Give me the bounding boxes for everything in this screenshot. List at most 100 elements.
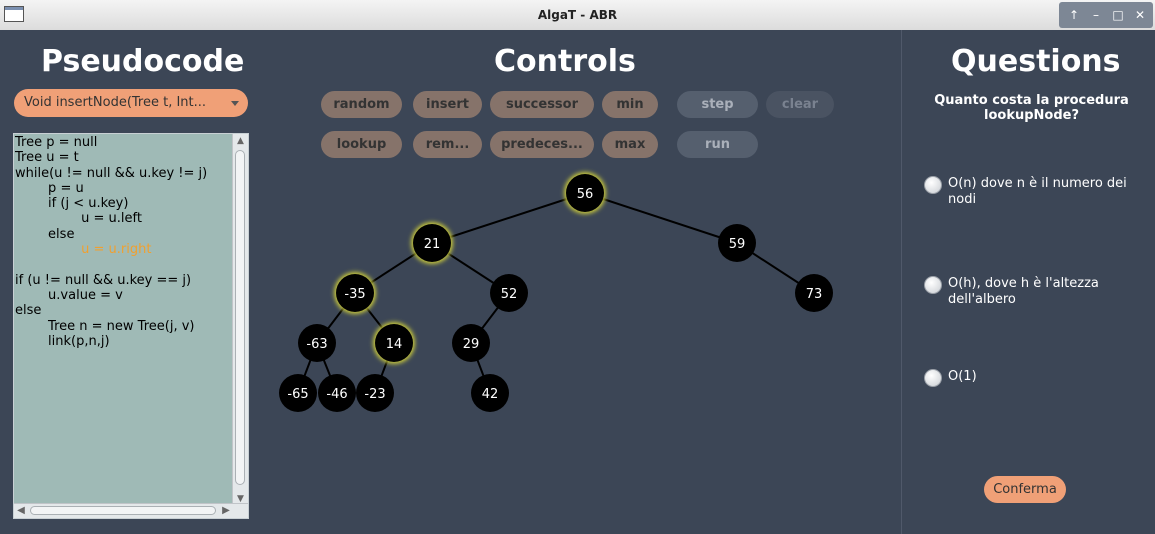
- confirm-button[interactable]: Conferma: [984, 476, 1066, 503]
- node-label: -35: [344, 287, 365, 302]
- successor-button[interactable]: successor: [490, 91, 594, 118]
- tree-node[interactable]: -65: [279, 374, 317, 412]
- answer-option-label: O(1): [948, 369, 977, 384]
- code-line: u.value = v: [15, 287, 123, 303]
- answer-option-label: O(n) dove n è il numero dei nodi: [948, 176, 1127, 207]
- close-icon[interactable]: ✕: [1134, 8, 1146, 22]
- window-title: AlgaT - ABR: [537, 8, 618, 22]
- node-circle[interactable]: [336, 274, 374, 312]
- window-controls: ↑ – □ ✕: [1059, 2, 1153, 28]
- node-label: 73: [806, 287, 823, 302]
- node-label: 42: [482, 387, 499, 402]
- code-line: Tree u = t: [15, 150, 79, 166]
- node-circle[interactable]: [471, 374, 509, 412]
- radio-button[interactable]: [924, 176, 942, 194]
- random-button[interactable]: random: [321, 91, 402, 118]
- pseudocode-area[interactable]: Tree p = null Tree u = t while(u != null…: [13, 133, 249, 519]
- scroll-left-icon[interactable]: ◀: [17, 505, 25, 516]
- node-label: -65: [287, 387, 308, 402]
- tree-nodes: 56 21 59 -35 52 73 -63 14 29 -65 -46 -23 42: [279, 172, 833, 412]
- remove-button[interactable]: rem...: [413, 131, 482, 158]
- step-button[interactable]: step: [677, 91, 758, 118]
- lookup-button[interactable]: lookup: [321, 131, 402, 158]
- tree-node[interactable]: 73: [795, 274, 833, 312]
- node-circle[interactable]: [375, 324, 413, 362]
- tree-node[interactable]: 56: [564, 172, 606, 214]
- horizontal-scrollbar[interactable]: ◀ ▶: [14, 503, 248, 518]
- node-circle[interactable]: [452, 324, 490, 362]
- node-label: 52: [501, 287, 518, 302]
- bst-canvas: 56 21 59 -35 52 73 -63 14 29 -65 -46 -23 42: [279, 172, 833, 412]
- scroll-right-icon[interactable]: ▶: [222, 505, 230, 516]
- tree-node[interactable]: 42: [471, 374, 509, 412]
- tree-node[interactable]: -35: [334, 272, 376, 314]
- code-line: u = u.right: [15, 242, 152, 258]
- node-circle[interactable]: [490, 274, 528, 312]
- method-select[interactable]: Void insertNode(Tree t, Int...: [14, 89, 248, 117]
- code-line: else: [15, 226, 75, 242]
- title-bar: AlgaT - ABR ↑ – □ ✕: [0, 0, 1155, 31]
- horizontal-scroll-thumb[interactable]: [30, 506, 216, 515]
- pseudocode-text: Tree p = null Tree u = t while(u != null…: [14, 134, 248, 349]
- questions-heading: Questions: [951, 44, 1121, 79]
- pseudocode-heading: Pseudocode: [41, 44, 245, 79]
- code-line: while(u != null && u.key != j): [15, 165, 208, 181]
- node-label: 29: [463, 337, 480, 352]
- scroll-up-icon[interactable]: ▲: [237, 136, 244, 146]
- node-circle[interactable]: [298, 324, 336, 362]
- code-line: else: [15, 303, 42, 319]
- tree-node[interactable]: 21: [411, 222, 453, 264]
- radio-button[interactable]: [924, 276, 942, 294]
- node-circle[interactable]: [566, 174, 604, 212]
- window-icon: [4, 6, 24, 22]
- node-label: 14: [386, 337, 403, 352]
- code-line: Tree p = null: [15, 135, 98, 150]
- code-line: Tree n = new Tree(j, v): [15, 318, 195, 334]
- node-circle[interactable]: [356, 374, 394, 412]
- min-button[interactable]: min: [602, 91, 658, 118]
- question-text: Quanto costa la procedura lookupNode?: [934, 93, 1129, 123]
- tree-node[interactable]: 52: [490, 274, 528, 312]
- shade-icon[interactable]: ↑: [1068, 8, 1080, 22]
- code-line: if (j < u.key): [15, 196, 129, 212]
- node-circle[interactable]: [279, 374, 317, 412]
- tree-edge: [431, 192, 586, 244]
- insert-button[interactable]: insert: [413, 91, 482, 118]
- node-label: 59: [729, 237, 746, 252]
- chevron-down-icon: [231, 101, 239, 106]
- maximize-icon[interactable]: □: [1112, 8, 1124, 22]
- code-line: p = u: [15, 180, 84, 196]
- max-button[interactable]: max: [602, 131, 658, 158]
- clear-button[interactable]: clear: [766, 91, 834, 118]
- tree-node[interactable]: -23: [356, 374, 394, 412]
- tree-node[interactable]: 29: [452, 324, 490, 362]
- tree-node[interactable]: -63: [298, 324, 336, 362]
- node-label: 21: [424, 237, 441, 252]
- controls-heading: Controls: [494, 44, 636, 79]
- method-select-value: Void insertNode(Tree t, Int...: [24, 95, 207, 110]
- answer-option-label: O(h), dove h è l'altezza dell'albero: [948, 276, 1099, 307]
- vertical-scroll-thumb[interactable]: [235, 150, 245, 485]
- predecessor-button[interactable]: predeces...: [490, 131, 594, 158]
- scroll-down-icon[interactable]: ▼: [237, 494, 244, 504]
- vertical-scrollbar[interactable]: ▲ ▼: [232, 134, 248, 506]
- node-circle[interactable]: [413, 224, 451, 262]
- tree-node[interactable]: 59: [718, 224, 756, 262]
- node-circle[interactable]: [718, 224, 756, 262]
- tree-node[interactable]: -46: [318, 374, 356, 412]
- node-label: -23: [364, 387, 385, 402]
- node-circle[interactable]: [318, 374, 356, 412]
- tree-node[interactable]: 14: [373, 322, 415, 364]
- panel-divider: [901, 30, 902, 534]
- tree-edge: [584, 192, 738, 244]
- run-button[interactable]: run: [677, 131, 758, 158]
- node-label: -46: [326, 387, 347, 402]
- code-line: link(p,n,j): [15, 333, 110, 349]
- minimize-icon[interactable]: –: [1093, 8, 1099, 22]
- node-circle[interactable]: [795, 274, 833, 312]
- radio-button[interactable]: [924, 369, 942, 387]
- code-line: u = u.left: [15, 211, 142, 227]
- node-label: 56: [577, 187, 594, 202]
- code-line: if (u != null && u.key == j): [15, 272, 192, 288]
- node-label: -63: [306, 337, 327, 352]
